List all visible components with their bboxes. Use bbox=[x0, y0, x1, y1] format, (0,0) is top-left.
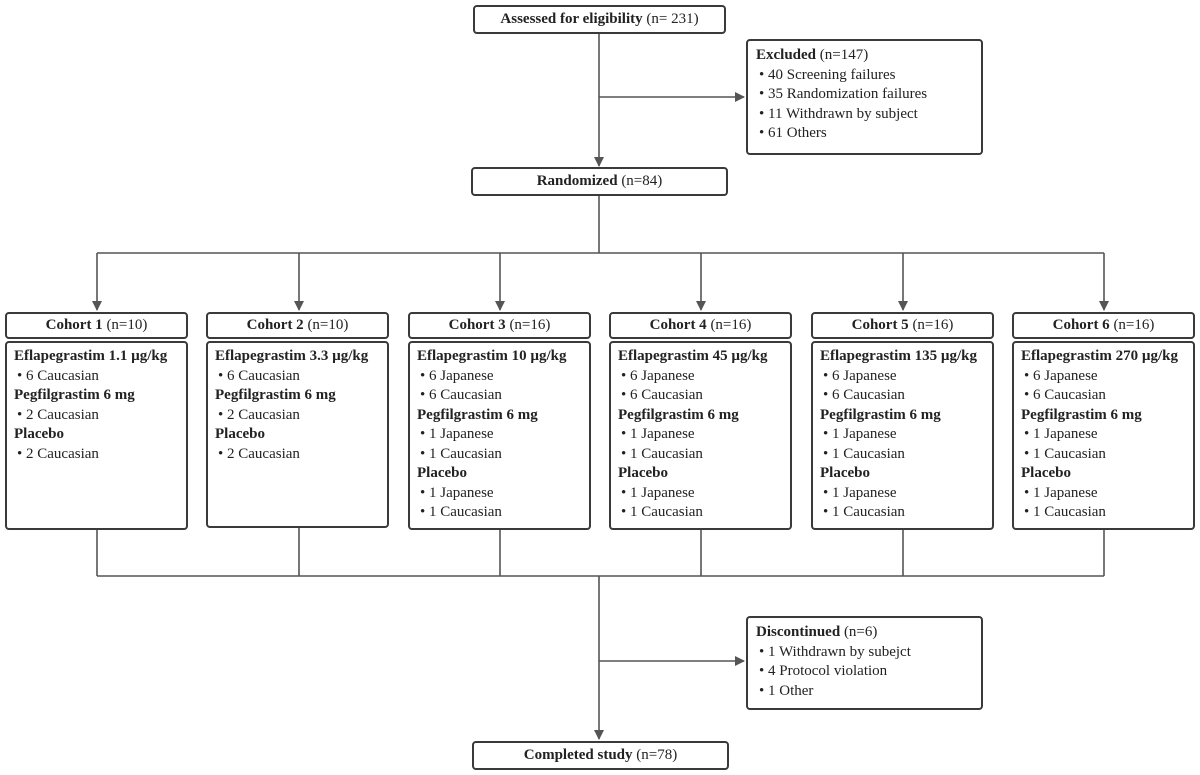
arm-name: Pegfilgrastim 6 mg bbox=[618, 406, 739, 423]
list-item: • 2 Caucasian bbox=[218, 445, 300, 462]
cohort-count: (n=10) bbox=[106, 316, 148, 333]
cohort-6-header: Cohort 6 (n=16) bbox=[1012, 312, 1195, 339]
cohort-count: (n=10) bbox=[307, 316, 349, 333]
list-item: • 6 Japanese bbox=[1024, 367, 1098, 384]
cohort-5-details: Eflapegrastim 135 µg/kg • 6 Japanese • 6 C… bbox=[811, 341, 994, 530]
arm-name: Pegfilgrastim 6 mg bbox=[14, 387, 135, 403]
cohort-count: (n=16) bbox=[710, 316, 752, 333]
list-item: • 61 Others bbox=[759, 125, 827, 141]
arm-name: Placebo bbox=[618, 465, 668, 481]
list-item: • 1 Caucasian bbox=[1024, 504, 1106, 520]
completed-count: (n=78) bbox=[636, 746, 678, 763]
list-item: • 1 Caucasian bbox=[420, 445, 502, 462]
cohort-count: (n=16) bbox=[509, 316, 551, 333]
list-item: • 11 Withdrawn by subject bbox=[759, 105, 918, 122]
cohort-count: (n=16) bbox=[912, 316, 954, 333]
arm-name: Placebo bbox=[14, 426, 64, 442]
arm-name: Pegfilgrastim 6 mg bbox=[417, 406, 538, 423]
list-item: • 1 Japanese bbox=[1024, 426, 1098, 442]
list-item: • 2 Caucasian bbox=[17, 445, 99, 462]
list-item: • 6 Caucasian bbox=[621, 387, 703, 403]
randomized-label: Randomized bbox=[536, 172, 618, 189]
arm-name: Placebo bbox=[417, 465, 467, 481]
list-item: • 1 Withdrawn by subejct bbox=[759, 643, 911, 660]
arm-name: Placebo bbox=[1021, 465, 1071, 481]
list-item: • 4 Protocol violation bbox=[759, 663, 888, 679]
list-item: • 1 Caucasian bbox=[823, 504, 905, 520]
cohort-title: Cohort 5 bbox=[851, 316, 909, 333]
cohort-4-header: Cohort 4 (n=16) bbox=[609, 312, 792, 339]
cohort-3-header: Cohort 3 (n=16) bbox=[408, 312, 591, 339]
list-item: • 6 Caucasian bbox=[1024, 387, 1106, 403]
list-item: • 1 Other bbox=[759, 682, 814, 699]
arm-name: Placebo bbox=[820, 465, 870, 481]
cohort-3-details: Eflapegrastim 10 µg/kg • 6 Japanese • 6 Ca… bbox=[408, 341, 591, 530]
list-item: • 1 Caucasian bbox=[420, 504, 502, 520]
list-item: • 6 Japanese bbox=[823, 367, 897, 384]
assessed-count: (n= 231) bbox=[646, 10, 699, 27]
list-item: • 1 Japanese bbox=[823, 426, 897, 442]
list-item: • 1 Japanese bbox=[823, 484, 897, 501]
list-item: • 6 Japanese bbox=[621, 367, 695, 384]
cohort-title: Cohort 1 bbox=[45, 316, 103, 333]
arm-name: Placebo bbox=[215, 426, 265, 442]
list-item: • 1 Caucasian bbox=[621, 445, 703, 462]
list-item: • 2 Caucasian bbox=[218, 406, 300, 423]
cohort-5-header: Cohort 5 (n=16) bbox=[811, 312, 994, 339]
arm-name: Eflapegrastim 10 µg/kg bbox=[417, 348, 567, 364]
completed-label: Completed study bbox=[523, 746, 633, 763]
arm-name: Eflapegrastim 1.1 µg/kg bbox=[14, 348, 168, 364]
list-item: • 6 Caucasian bbox=[823, 387, 905, 403]
list-item: • 2 Caucasian bbox=[17, 406, 99, 423]
arm-name: Eflapegrastim 270 µg/kg bbox=[1021, 348, 1178, 364]
assessed-label: Assessed for eligibility bbox=[500, 10, 643, 27]
discontinued-count: (n=6) bbox=[843, 624, 878, 640]
cohort-2-header: Cohort 2 (n=10) bbox=[206, 312, 389, 339]
excluded-box: Excluded (n=147) • 40 Screening failures… bbox=[746, 39, 983, 155]
list-item: • 1 Caucasian bbox=[823, 445, 905, 462]
cohort-1-header: Cohort 1 (n=10) bbox=[5, 312, 188, 339]
arm-name: Pegfilgrastim 6 mg bbox=[1021, 406, 1142, 423]
cohort-title: Cohort 2 bbox=[246, 316, 304, 333]
cohort-title: Cohort 3 bbox=[448, 316, 506, 333]
list-item: • 1 Japanese bbox=[621, 484, 695, 501]
arm-name: Eflapegrastim 45 µg/kg bbox=[618, 348, 768, 364]
list-item: • 6 Caucasian bbox=[420, 387, 502, 403]
cohort-title: Cohort 6 bbox=[1052, 316, 1110, 333]
excluded-label: Excluded bbox=[756, 47, 817, 63]
arm-name: Eflapegrastim 135 µg/kg bbox=[820, 348, 977, 364]
randomized-box: Randomized (n=84) bbox=[471, 167, 728, 196]
list-item: • 1 Japanese bbox=[621, 426, 695, 442]
list-item: • 1 Caucasian bbox=[621, 504, 703, 520]
arm-name: Eflapegrastim 3.3 µg/kg bbox=[215, 348, 369, 364]
completed-box: Completed study (n=78) bbox=[472, 741, 729, 770]
assessed-box: Assessed for eligibility (n= 231) bbox=[473, 5, 726, 34]
discontinued-box: Discontinued (n=6) • 1 Withdrawn by sube… bbox=[746, 616, 983, 710]
discontinued-label: Discontinued bbox=[756, 624, 841, 640]
cohort-6-details: Eflapegrastim 270 µg/kg • 6 Japanese • 6 C… bbox=[1012, 341, 1195, 530]
list-item: • 6 Caucasian bbox=[17, 367, 99, 384]
cohort-count: (n=16) bbox=[1113, 316, 1155, 333]
list-item: • 40 Screening failures bbox=[759, 66, 896, 83]
randomized-count: (n=84) bbox=[621, 172, 663, 189]
excluded-count: (n=147) bbox=[819, 47, 869, 63]
list-item: • 1 Japanese bbox=[420, 484, 494, 501]
list-item: • 35 Randomization failures bbox=[759, 86, 928, 102]
list-item: • 6 Japanese bbox=[420, 367, 494, 384]
arm-name: Pegfilgrastim 6 mg bbox=[215, 387, 336, 403]
cohort-title: Cohort 4 bbox=[649, 316, 707, 333]
list-item: • 1 Caucasian bbox=[1024, 445, 1106, 462]
cohort-4-details: Eflapegrastim 45 µg/kg • 6 Japanese • 6 Ca… bbox=[609, 341, 792, 530]
list-item: • 1 Japanese bbox=[1024, 484, 1098, 501]
list-item: • 1 Japanese bbox=[420, 426, 494, 442]
arm-name: Pegfilgrastim 6 mg bbox=[820, 406, 941, 423]
list-item: • 6 Caucasian bbox=[218, 367, 300, 384]
